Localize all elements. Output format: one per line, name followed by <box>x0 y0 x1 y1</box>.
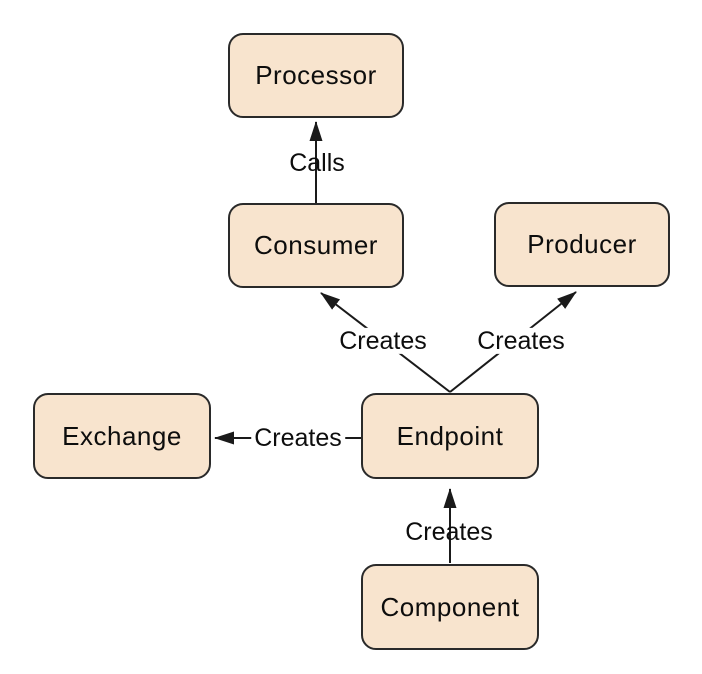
node-endpoint: Endpoint <box>361 393 539 479</box>
edge-label-creates-exchange: Creates <box>251 425 345 451</box>
node-exchange: Exchange <box>33 393 211 479</box>
edge-label-creates-producer: Creates <box>474 328 568 354</box>
node-consumer: Consumer <box>228 203 404 288</box>
node-component: Component <box>361 564 539 650</box>
edge-label-creates-consumer: Creates <box>336 328 430 354</box>
node-producer-label: Producer <box>527 229 637 259</box>
node-processor: Processor <box>228 33 404 118</box>
node-consumer-label: Consumer <box>254 230 378 260</box>
node-endpoint-label: Endpoint <box>396 420 504 451</box>
node-producer: Producer <box>494 202 670 287</box>
node-exchange-label: Exchange <box>62 420 182 451</box>
node-processor-label: Processor <box>255 60 377 90</box>
node-component-label: Component <box>380 591 520 622</box>
edge-label-calls: Calls <box>289 148 345 177</box>
edge-label-creates-endpoint: Creates <box>405 517 493 546</box>
